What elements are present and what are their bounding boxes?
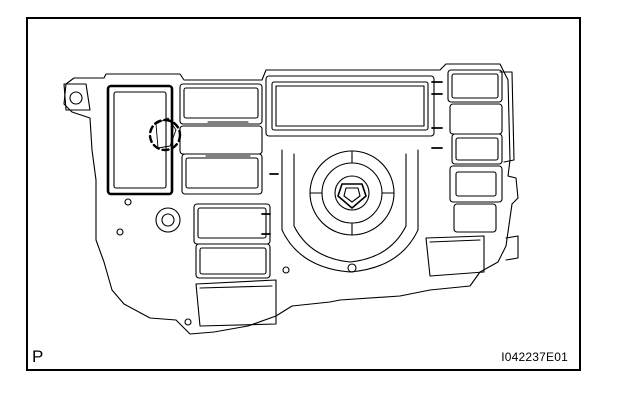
view-label: P [32,347,44,366]
center-dial [281,149,419,273]
claw-callout-circle [148,118,182,152]
display-window [265,75,435,137]
highlighted-button [106,84,174,196]
indicator-slots [261,81,443,235]
left-mount-hole [69,91,83,105]
housing-outline [63,63,519,335]
left-button-stack [179,83,271,279]
screw-bosses [116,198,290,326]
left-mount-tab [63,83,91,111]
bottom-tabs [195,235,485,327]
figure-code: I042237E01 [501,350,568,364]
right-mount-tab [499,71,515,163]
right-button-stack [447,69,503,233]
